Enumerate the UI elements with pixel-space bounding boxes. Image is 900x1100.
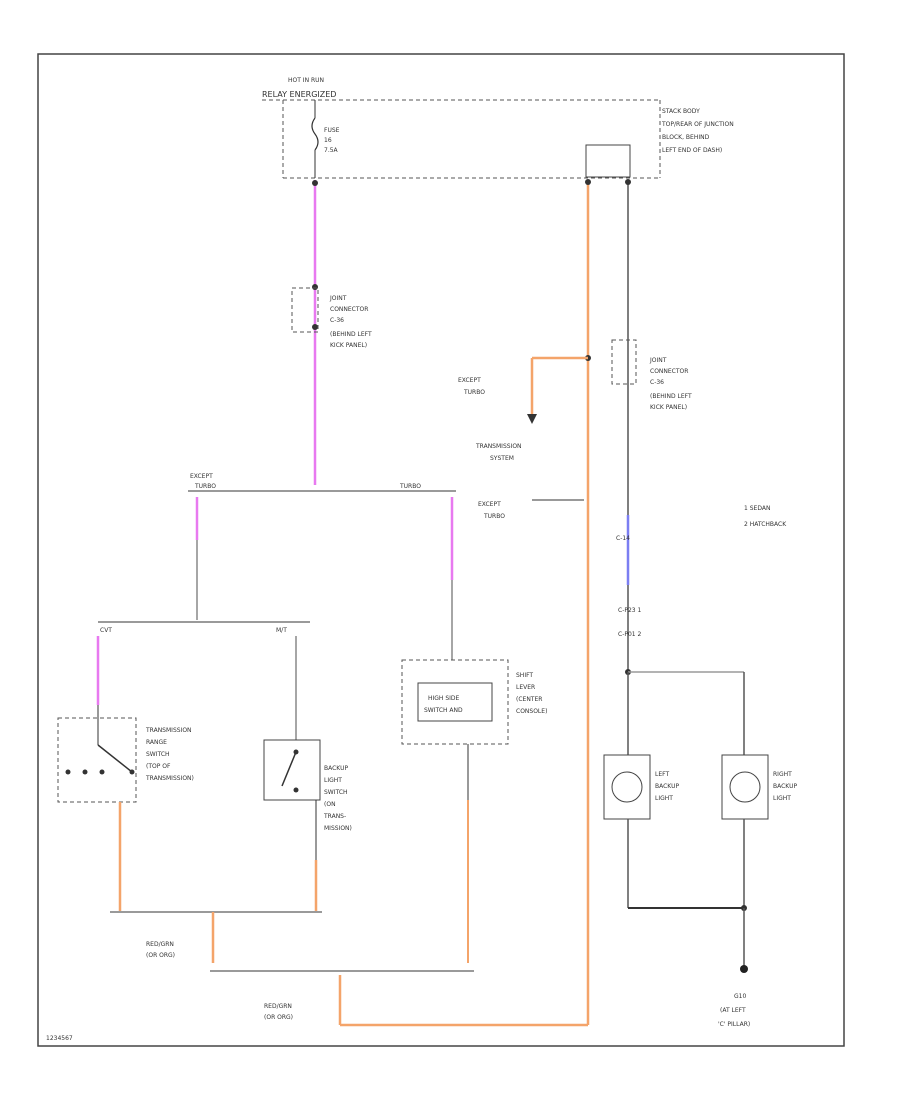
label-left-backup-2: BACKUP <box>655 783 679 790</box>
label-trs-5: TRANSMISSION) <box>145 775 194 782</box>
backup-light-switch <box>263 739 321 801</box>
label-transmission-1: TRANSMISSION <box>475 443 522 450</box>
label-fuse-num: 16 <box>324 137 332 144</box>
label-joint-r5: KICK PANEL) <box>650 404 687 411</box>
label-stack-1: STACK BODY <box>662 108 700 115</box>
label-bls-1: BACKUP <box>324 765 348 772</box>
label-relay-energized: RELAY ENERGIZED <box>262 90 336 99</box>
label-ground-3: 'C' PILLAR) <box>718 1021 750 1028</box>
label-transmission-2: SYSTEM <box>490 455 514 462</box>
label-right-backup-3: LIGHT <box>773 795 791 802</box>
label-joint-3: C-36 <box>330 317 344 324</box>
label-red-grn-1b: (OR ORG) <box>146 952 175 959</box>
label-trs-1: TRANSMISSION <box>145 727 192 734</box>
label-fuse-amp: 7.5A <box>324 147 339 154</box>
label-left-backup-3: LIGHT <box>655 795 673 802</box>
ground-point <box>740 965 748 973</box>
label-joint-r2: CONNECTOR <box>650 368 688 375</box>
label-bls-3: SWITCH <box>324 789 348 796</box>
label-cp23: C-P23 1 <box>618 607 642 614</box>
conn-dot-orange-top <box>585 179 591 185</box>
label-joint-2: CONNECTOR <box>330 306 368 313</box>
trs-contact-arm <box>97 744 133 773</box>
label-right-backup-2: BACKUP <box>773 783 797 790</box>
bls-arm <box>281 751 297 787</box>
left-backup-light-box <box>603 754 651 820</box>
trs-contact-3 <box>99 769 105 775</box>
label-switch-and: SWITCH AND <box>424 707 463 714</box>
label-trs-4: (TOP OF <box>146 763 171 770</box>
label-joint-r3: C-36 <box>650 379 664 386</box>
trs-contact-2 <box>82 769 88 775</box>
label-shift-2: LEVER <box>516 684 535 691</box>
label-joint-4: (BEHIND LEFT <box>330 331 372 338</box>
label-except-left: EXCEPT <box>190 473 213 480</box>
diagram-frame <box>37 53 845 1047</box>
trs-switch-box <box>57 717 137 803</box>
label-turbo-left: TURBO <box>194 483 216 490</box>
label-bls-2: LIGHT <box>324 777 342 784</box>
label-red-grn-2b: (OR ORG) <box>264 1014 293 1021</box>
legend-sedan: 1 SEDAN <box>744 505 770 512</box>
shift-lever-box <box>401 659 509 745</box>
joint-connector-right <box>611 339 637 385</box>
legend-hatchback: 2 HATCHBACK <box>744 521 787 528</box>
label-red-grn-1: RED/GRN <box>146 941 174 948</box>
label-shift-4: CONSOLE) <box>516 708 547 715</box>
bls-contact-top <box>293 749 299 755</box>
label-except-mid-1: EXCEPT <box>458 377 481 384</box>
footer-id: 1234567 <box>46 1035 73 1042</box>
label-right-backup-1: RIGHT <box>773 771 792 778</box>
bls-contact-bottom <box>293 787 299 793</box>
right-backup-light-box <box>721 754 769 820</box>
label-ground-1: G10 <box>734 993 746 1000</box>
label-red-grn-2: RED/GRN <box>264 1003 292 1010</box>
label-joint-r4: (BEHIND LEFT <box>650 393 692 400</box>
trans-arrow <box>527 414 537 424</box>
label-stack-3: BLOCK, BEHIND <box>662 134 710 141</box>
label-mt: M/T <box>276 627 287 634</box>
conn-dot-right-top <box>625 179 631 185</box>
fuse-symbol <box>311 117 319 151</box>
label-wire-c14: C-14 <box>616 535 630 542</box>
label-except-mid-2: TURBO <box>463 389 485 396</box>
label-except-r-2: TURBO <box>483 513 505 520</box>
label-trs-2: RANGE <box>146 739 167 746</box>
label-fuse: FUSE <box>324 127 340 134</box>
label-shift-3: (CENTER <box>516 696 542 703</box>
trs-contact-1 <box>65 769 71 775</box>
label-bls-6: MISSION) <box>324 825 352 832</box>
conn-dot-c <box>312 324 318 330</box>
conn-dot-a <box>312 180 318 186</box>
label-hot-in-run: HOT IN RUN <box>288 77 324 84</box>
label-joint-5: KICK PANEL) <box>330 342 367 349</box>
label-ground-2: (AT LEFT <box>720 1007 746 1014</box>
conn-dot-b <box>312 284 318 290</box>
label-left-backup-1: LEFT <box>655 771 669 778</box>
label-bls-5: TRANS- <box>323 813 346 820</box>
label-joint-r1: JOINT <box>649 357 667 364</box>
label-high-side: HIGH SIDE <box>428 695 460 702</box>
right-backup-bulb <box>729 771 761 803</box>
label-except-r-1: EXCEPT <box>478 501 501 508</box>
trs-contact-4 <box>129 769 135 775</box>
label-joint-1: JOINT <box>329 295 347 302</box>
label-trs-3: SWITCH <box>146 751 170 758</box>
label-cvt: CVT <box>100 627 112 634</box>
label-cp01: C-P01 2 <box>618 631 642 638</box>
relay-box <box>585 144 631 178</box>
label-turbo-right: TURBO <box>399 483 421 490</box>
high-side-switch <box>417 682 493 722</box>
label-shift-1: SHIFT <box>516 672 533 679</box>
label-stack-2: TOP/REAR OF JUNCTION <box>661 121 734 128</box>
left-backup-bulb <box>611 771 643 803</box>
label-stack-4: LEFT END OF DASH) <box>662 147 722 154</box>
label-bls-4: (ON <box>324 801 336 808</box>
